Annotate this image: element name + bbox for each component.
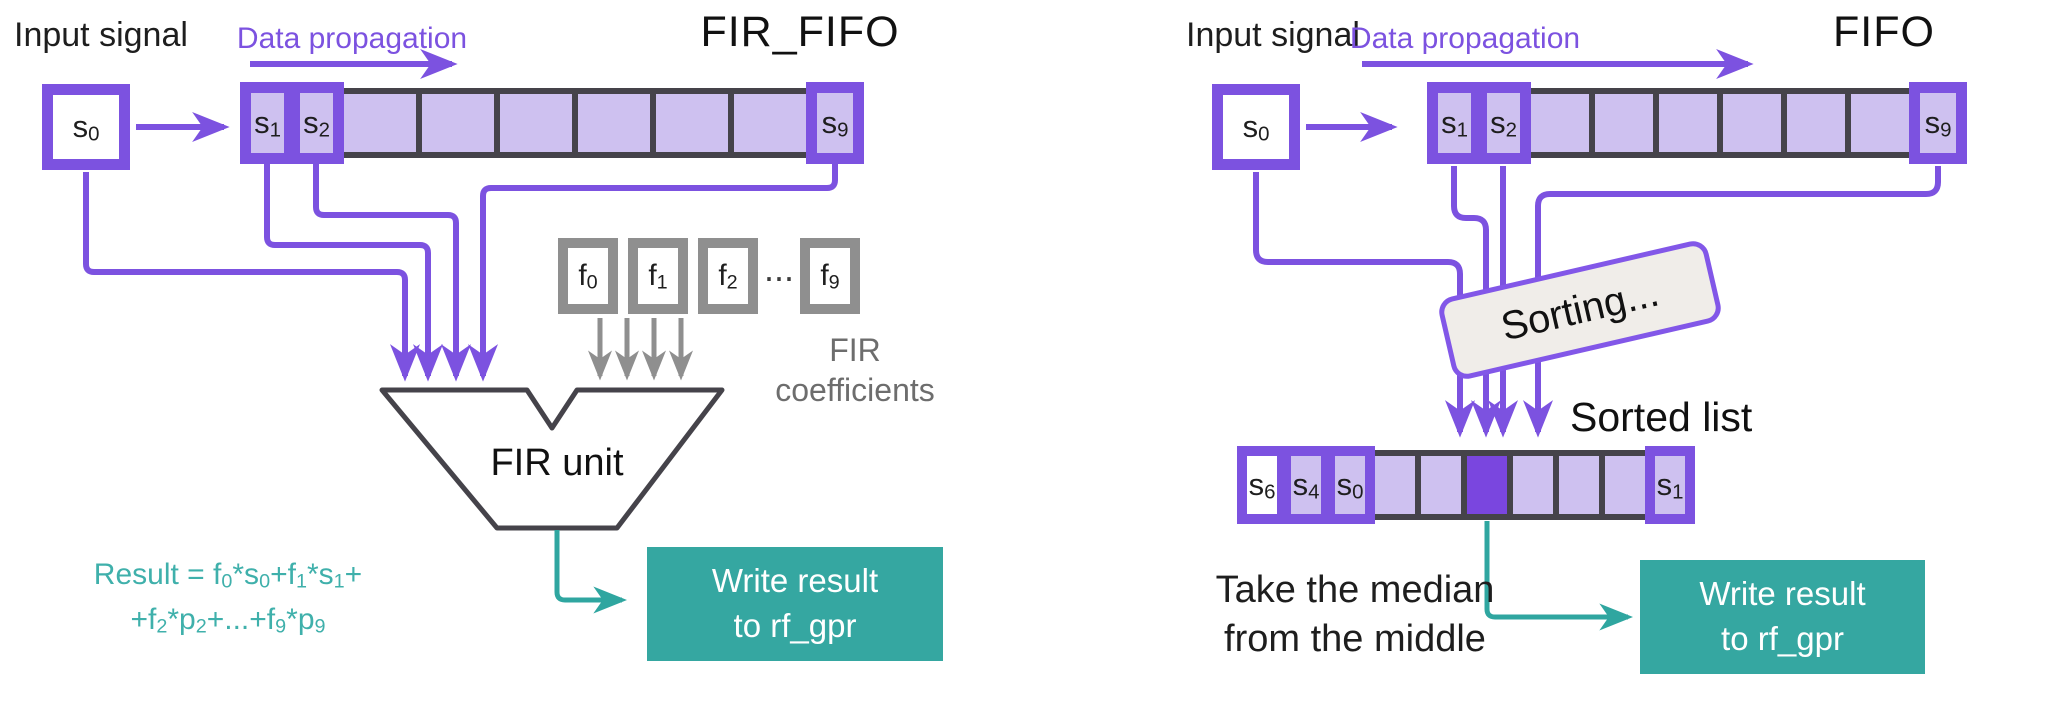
sorted-cell-empty — [1369, 450, 1421, 520]
fir-coefficients-caption: FIR coefficients — [775, 332, 935, 408]
sorted-cell-empty — [1507, 450, 1559, 520]
cell-label: s0 — [72, 109, 100, 146]
sorted-list: s6 s4 s0 s1 — [1237, 446, 1695, 524]
fifo-cell-s9: s9 — [1909, 82, 1967, 164]
connector-s9-to-unit — [468, 164, 838, 382]
right-s0-box: s0 — [1212, 84, 1300, 170]
fifo-cell-empty — [338, 88, 422, 158]
fir-unit-funnel — [379, 387, 725, 531]
fifo-cell-empty — [728, 88, 812, 158]
connector-s0-to-sort — [1253, 172, 1475, 438]
coef-f2: f2 — [698, 238, 758, 314]
left-fifo-register: s1 s2 s9 — [240, 82, 864, 164]
sorted-cell-s0: s0 — [1325, 446, 1375, 524]
right-input-signal-label: Input signal — [1186, 16, 1360, 54]
formula-line1: Result = f0*s0+f1*s1+ — [93, 558, 363, 593]
fifo-cell-empty — [1589, 88, 1659, 158]
left-purple-connectors — [83, 49, 838, 382]
fifo-cell-empty — [1717, 88, 1787, 158]
coef-ellipsis: ... — [764, 248, 795, 289]
left-write-result-box: Write result to rf_gpr — [647, 547, 943, 661]
fifo-cell-s1: s1 — [240, 82, 295, 164]
coef-f0: f0 — [558, 238, 618, 314]
left-input-signal-label: Input signal — [14, 16, 188, 54]
fifo-cell-empty — [1781, 88, 1851, 158]
median-note: Take the median from the middle — [1215, 569, 1495, 661]
connector-s9-to-sort — [1523, 166, 1941, 438]
formula-line2: +f2*p2+...+f9*p9 — [130, 603, 326, 638]
right-data-propagation-label: Data propagation — [1349, 22, 1581, 55]
connector-s2-to-unit — [313, 164, 471, 382]
sorted-cell-s1: s1 — [1645, 446, 1695, 524]
fifo-cell-s1: s1 — [1427, 82, 1482, 164]
right-fifo-title: FIFO — [1833, 8, 1935, 56]
connector-median-to-result — [1484, 521, 1634, 631]
coefficient-arrows — [588, 318, 693, 381]
sorted-cell-empty — [1553, 450, 1605, 520]
sorted-cell-median — [1461, 450, 1513, 520]
left-fifo-title: FIR_FIFO — [700, 8, 900, 56]
fifo-cell-s2: s2 — [289, 82, 344, 164]
fifo-cell-empty — [1525, 88, 1595, 158]
cell-label: s0 — [1242, 109, 1270, 146]
fifo-cell-empty — [494, 88, 578, 158]
fifo-cell-empty — [1845, 88, 1915, 158]
right-fifo-register: s1 s2 s9 — [1427, 82, 1967, 164]
fifo-cell-empty — [572, 88, 656, 158]
coef-f9: f9 — [800, 238, 861, 314]
connector-s1-to-unit — [264, 164, 443, 382]
fifo-cell-s2: s2 — [1476, 82, 1531, 164]
fir-coefficient-row: f0 f1 f2 ... f9 — [558, 238, 861, 314]
connector-s1-to-sort — [1451, 166, 1501, 438]
sorted-cell-empty — [1415, 450, 1467, 520]
left-data-propagation-label: Data propagation — [236, 22, 468, 55]
fifo-cell-empty — [1653, 88, 1723, 158]
sorted-cell-empty — [1599, 450, 1651, 520]
sorted-cell-s6: s6 — [1237, 446, 1287, 524]
fir-unit-label: FIR unit — [490, 442, 624, 484]
sorted-list-title: Sorted list — [1570, 394, 1753, 440]
connector-s0-to-unit — [83, 172, 420, 382]
coef-f1: f1 — [628, 238, 688, 314]
sorted-cell-s4: s4 — [1281, 446, 1331, 524]
result-formula: Result = f0*s0+f1*s1+ +f2*p2+...+f9*p9 — [72, 552, 384, 642]
fifo-cell-empty — [416, 88, 500, 158]
connector-unit-to-result — [554, 530, 628, 614]
right-write-result-box: Write result to rf_gpr — [1640, 560, 1925, 674]
left-s0-box: s0 — [42, 84, 130, 170]
fifo-cell-empty — [650, 88, 734, 158]
fifo-cell-s9: s9 — [806, 82, 864, 164]
